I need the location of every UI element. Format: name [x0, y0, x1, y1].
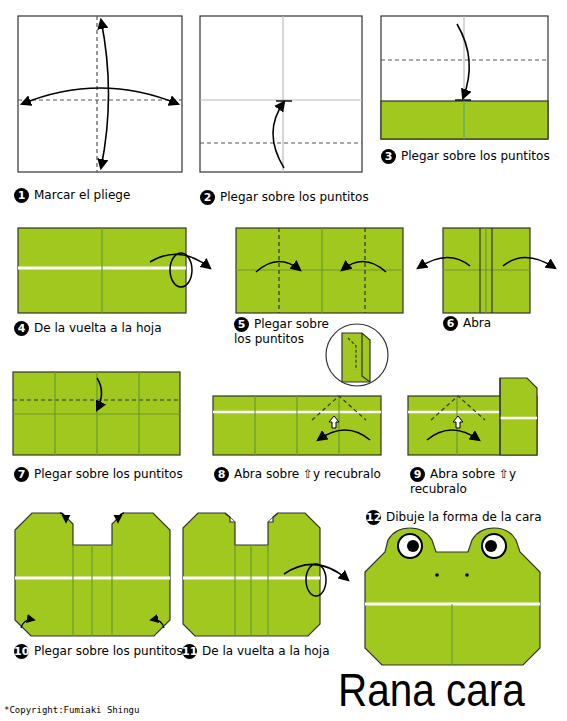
copyright-note: *Copyright:Fumiaki Shingu	[4, 704, 139, 716]
step-number: 8	[214, 467, 229, 482]
step-text: De la vuelta a la hoja	[202, 644, 330, 658]
step-number: 4	[14, 321, 29, 336]
step-caption: 1 Marcar el pliege	[14, 188, 204, 203]
step-text: De la vuelta a la hoja	[34, 321, 162, 335]
step-text: Plegar sobre los puntitos	[34, 644, 183, 658]
step-text: Abra sobre ⇧y recubralo	[234, 467, 381, 481]
step-number: 2	[200, 190, 215, 205]
step-caption: 12 Dibuje la forma de la cara	[366, 510, 566, 525]
step-number: 6	[443, 316, 458, 331]
step-number: 11	[182, 644, 197, 659]
step-caption: 5Plegar sobre los puntitos	[234, 317, 329, 347]
step-caption: 2 Plegar sobre los puntitos	[200, 190, 380, 205]
step-number: 3	[381, 149, 396, 164]
step-caption: 11 De la vuelta a la hoja	[182, 644, 372, 659]
step-caption: 6 Abra	[443, 316, 523, 331]
step-number: 1	[14, 188, 29, 203]
step-caption: 8 Abra sobre ⇧y recubralo	[214, 467, 414, 482]
step-text: Dibuje la forma de la cara	[386, 510, 542, 524]
step-number: 12	[366, 510, 381, 525]
step-text: Plegar sobre los puntitos	[220, 190, 369, 204]
step-text: Plegar sobre los puntitos	[34, 467, 183, 481]
step-number: 5	[234, 317, 249, 332]
step-text: Abra	[463, 316, 491, 330]
step-text: Marcar el pliege	[34, 188, 130, 202]
step-number: 10	[14, 644, 29, 659]
step-caption: 3 Plegar sobre los puntitos	[381, 149, 561, 164]
diagram-title: Rana cara	[338, 664, 525, 716]
step-caption: 4 De la vuelta a la hoja	[14, 321, 214, 336]
step-text: Abra sobre ⇧y recubralo	[410, 467, 516, 496]
step-text: Plegar sobre los puntitos	[401, 149, 550, 163]
step-number: 7	[14, 467, 29, 482]
step-caption: 10 Plegar sobre los puntitos	[14, 644, 204, 659]
step-number: 9	[410, 467, 425, 482]
step-caption: 9Abra sobre ⇧y recubralo	[410, 467, 522, 497]
step-caption: 7 Plegar sobre los puntitos	[14, 467, 204, 482]
